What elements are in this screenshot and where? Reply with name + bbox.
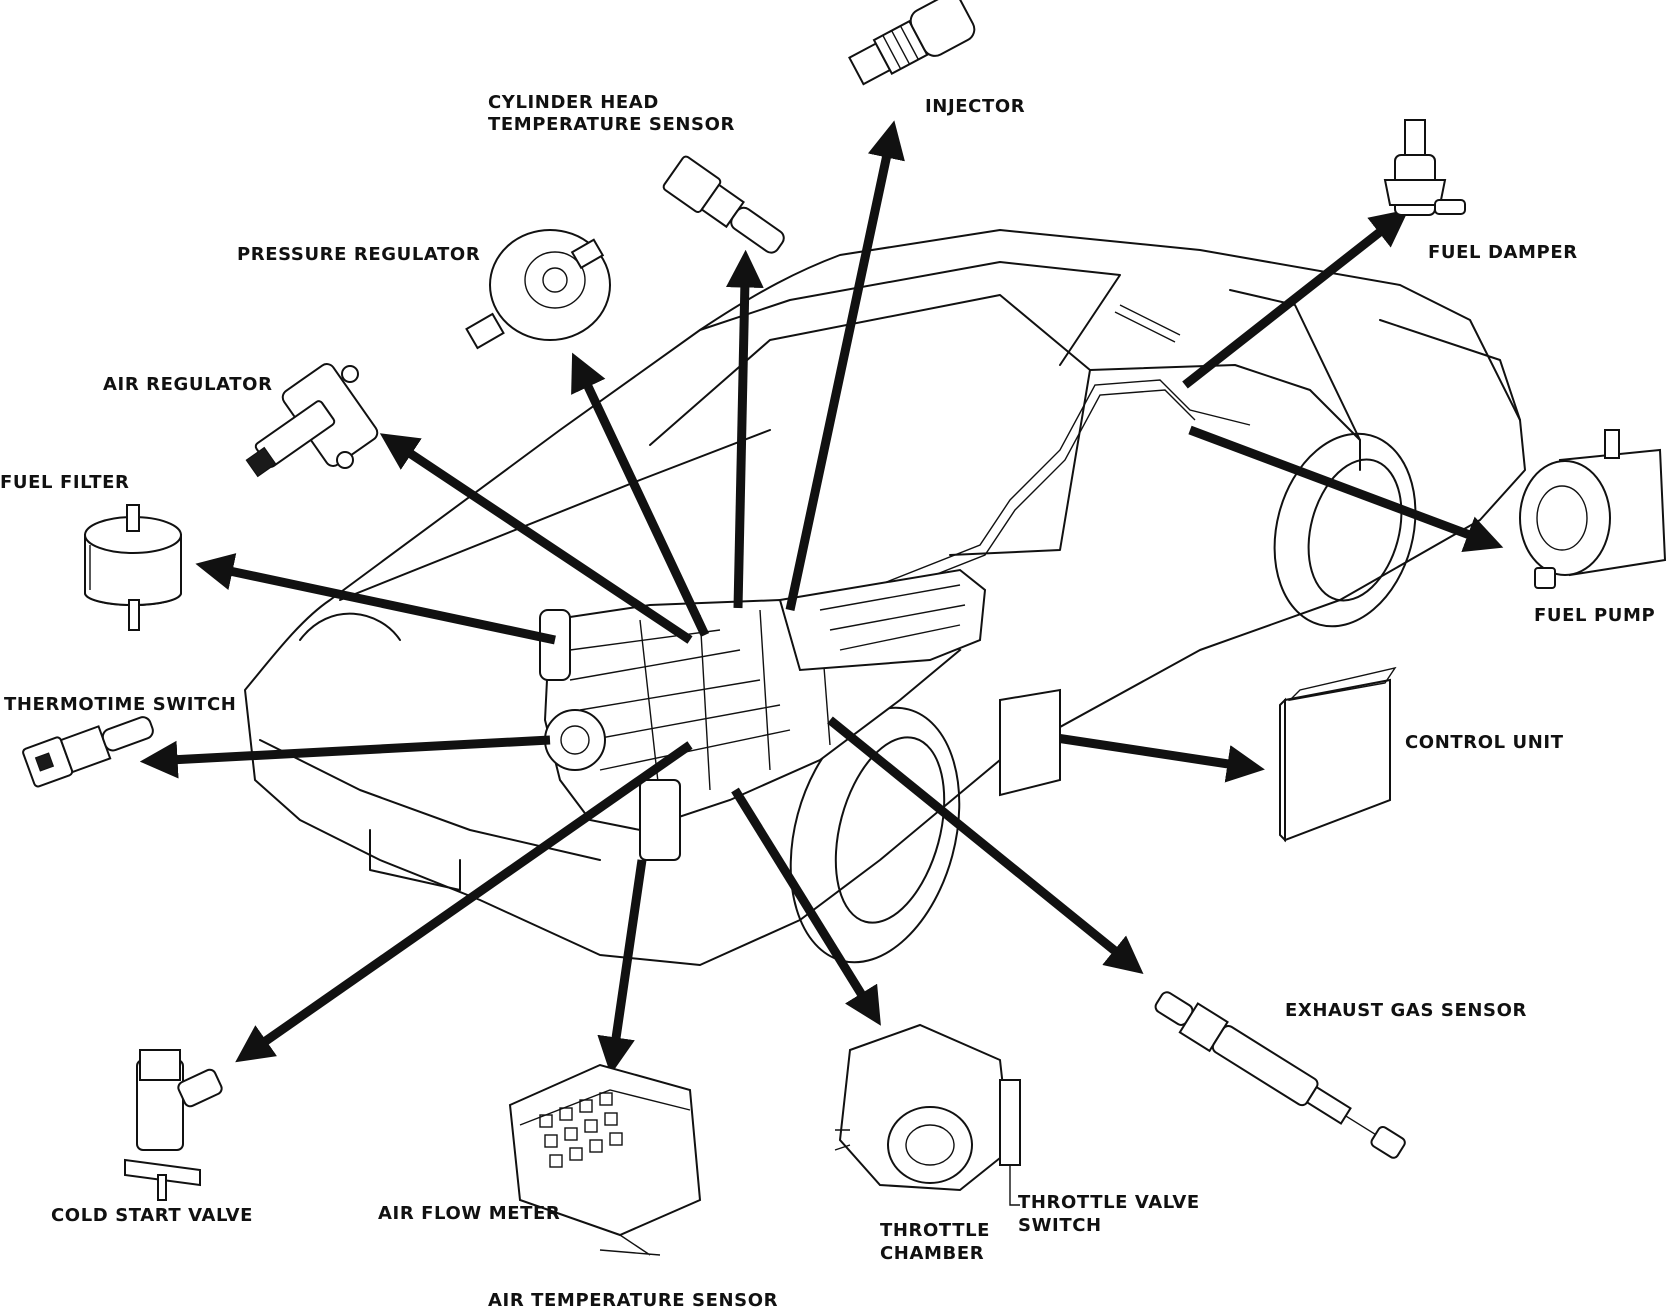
thermotime-switch-part [22,716,154,788]
label-cold-start-valve: COLD START VALVE [51,1205,254,1226]
cylinder-head-sensor-part [662,155,785,254]
label-air-temperature-sensor: AIR TEMPERATURE SENSOR [488,1290,779,1311]
throttle-chamber-part [834,1023,1021,1206]
air-regulator-part [245,363,379,478]
arrow-to-pressure-regulator [571,352,710,637]
arrows [139,120,1504,1075]
label-exhaust-gas-sensor: EXHAUST GAS SENSOR [1285,1000,1527,1021]
cold-start-valve-part [124,1049,223,1201]
arrow-to-cold-start-valve [235,741,693,1063]
label-throttle-valve-switch-line1: THROTTLE VALVE [1018,1192,1200,1213]
label-injector: INJECTOR [925,96,1026,117]
fuel-filter-part [84,504,182,631]
label-fuel-pump: FUEL PUMP [1534,605,1656,626]
label-air-flow-meter: AIR FLOW METER [378,1203,561,1224]
label-throttle-valve-switch-line2: SWITCH [1018,1215,1102,1236]
label-cylinder-head-line1: CYLINDER HEAD [488,92,659,113]
label-air-regulator: AIR REGULATOR [103,374,273,395]
label-pressure-regulator: PRESSURE REGULATOR [237,244,481,265]
air-flow-meter-part [508,1063,702,1256]
arrow-to-fuel-pump [1188,425,1504,553]
engine-assembly [539,568,987,861]
pressure-regulator-part [465,229,611,350]
arrow-to-fuel-filter [195,553,556,645]
label-thermotime-switch: THERMOTIME SWITCH [4,694,237,715]
arrow-to-fuel-damper [1182,209,1409,389]
fuel-damper-part [1383,119,1466,216]
arrow-to-cylinder-head-sensor [725,249,764,609]
label-fuel-filter: FUEL FILTER [0,472,130,493]
label-cylinder-head-line2: TEMPERATURE SENSOR [488,114,735,135]
arrow-to-throttle-chamber [731,787,881,1026]
injector-part [848,0,976,86]
control-unit-part [999,666,1397,843]
label-throttle-chamber-line1: THROTTLE [880,1220,991,1241]
arrow-to-injector [785,120,905,611]
arrow-to-air-flow-meter [597,859,647,1075]
fuel-pump-part [1519,429,1667,589]
arrow-to-air-regulator [379,433,693,644]
arrow-to-thermotime-switch [139,735,551,779]
exhaust-gas-sensor-part [1154,991,1406,1159]
label-control-unit: CONTROL UNIT [1405,732,1564,753]
label-throttle-chamber-line2: CHAMBER [880,1243,985,1264]
label-fuel-damper: FUEL DAMPER [1428,242,1578,263]
arrow-to-control-unit [1049,732,1265,783]
arrow-to-exhaust-gas-sensor [827,716,1144,975]
